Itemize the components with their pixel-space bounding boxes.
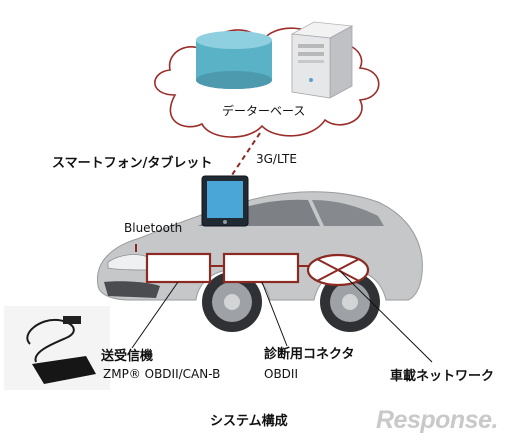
- database-label: データーベース: [222, 104, 306, 118]
- diagnostic-connector-box: [222, 252, 300, 284]
- diag-sub-label: OBDII: [264, 367, 298, 381]
- obd-device-photo: [4, 306, 110, 390]
- diagram-caption: システム構成: [210, 414, 288, 429]
- tablet-icon: [201, 175, 249, 227]
- cellular-link: [229, 132, 261, 179]
- cross-circle-icon: [306, 253, 370, 287]
- diag-connector-label: 診断用コネクタ: [264, 347, 355, 362]
- smartphone-label: スマートフォン/タブレット: [52, 156, 213, 171]
- database-cylinder-icon: [196, 31, 272, 89]
- network-3g-label: 3G/LTE: [256, 152, 297, 166]
- server-tower-icon: [290, 21, 354, 99]
- bluetooth-label: Bluetooth: [124, 221, 183, 235]
- vehicle-network-label: 車載ネットワーク: [390, 369, 495, 384]
- callout-lines: [131, 270, 433, 363]
- transceiver-sub-label: ZMP® OBDII/CAN-B: [103, 367, 221, 381]
- response-watermark: Response.: [376, 406, 498, 434]
- transceiver-box: [145, 252, 212, 284]
- transceiver-label: 送受信機: [101, 349, 154, 364]
